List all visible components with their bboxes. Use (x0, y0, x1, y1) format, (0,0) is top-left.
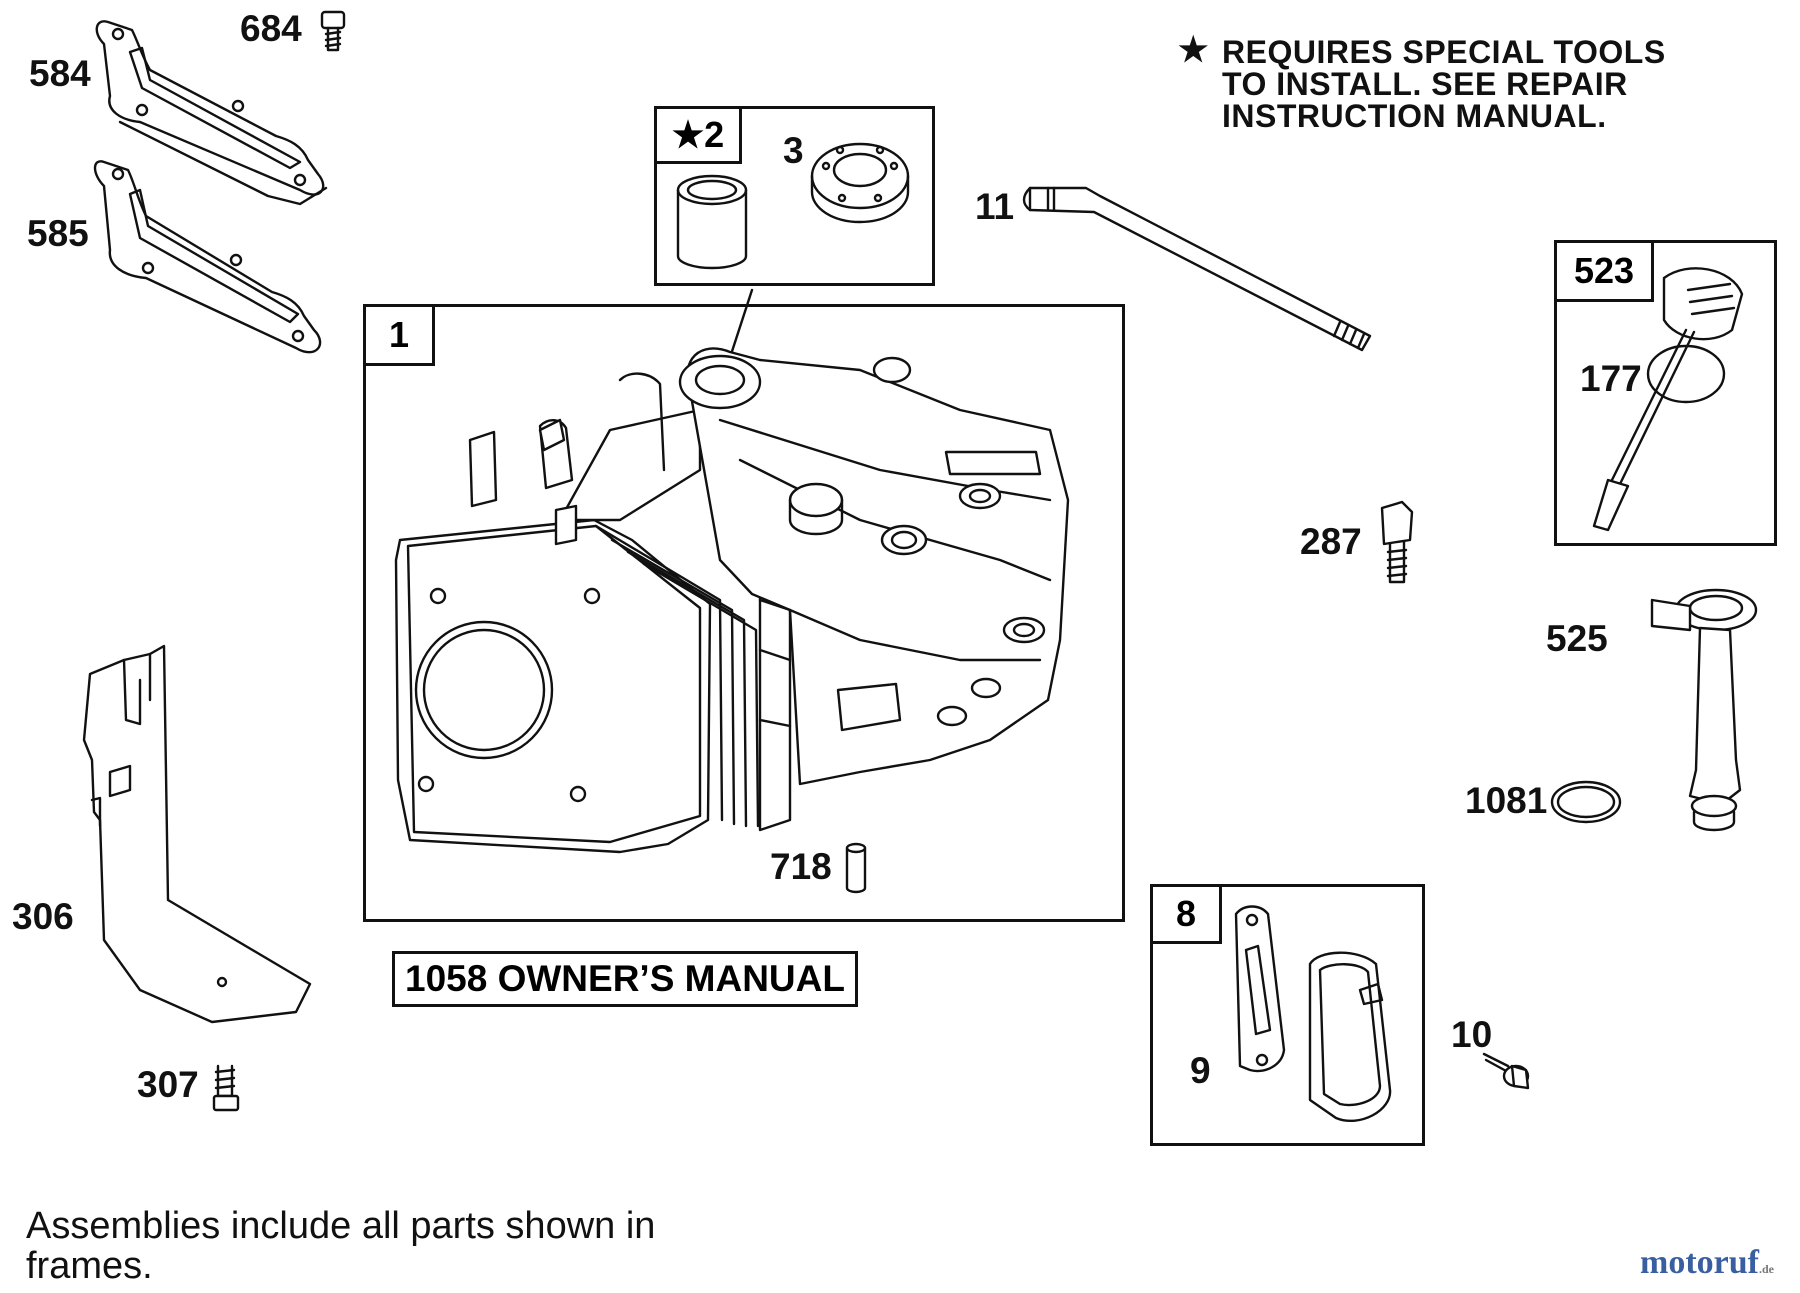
crankcase-1-drawing (394, 347, 1070, 854)
frame-523 (1554, 240, 1777, 546)
label-585: 585 (27, 213, 89, 254)
frame-2 (654, 106, 935, 286)
footnote-line-1: Assemblies include all parts shown in (26, 1205, 656, 1247)
label-306: 306 (12, 896, 74, 937)
label-718: 718 (770, 846, 832, 887)
label-3: 3 (783, 130, 804, 171)
label-584: 584 (29, 53, 91, 94)
notice-line-1: REQUIRES SPECIAL TOOLS (1222, 34, 1666, 70)
gasket-585-drawing (93, 160, 322, 354)
dipstick-tube-525-drawing (1650, 588, 1758, 832)
notice-line-2: TO INSTALL. SEE REPAIR (1222, 66, 1628, 102)
label-307: 307 (137, 1064, 199, 1105)
bolt-287-drawing (1380, 500, 1414, 584)
frame-8 (1150, 884, 1425, 1146)
label-177: 177 (1580, 358, 1642, 399)
seal-3-drawing (810, 142, 910, 224)
frame-1 (363, 304, 1125, 922)
footnote-line-2: frames. (26, 1245, 153, 1287)
oring-1081-drawing (1550, 780, 1622, 824)
label-684: 684 (240, 8, 302, 49)
gasket-9-drawing (1234, 905, 1286, 1073)
screw-10-drawing (1482, 1052, 1530, 1090)
shield-306-drawing (82, 644, 312, 1024)
owners-manual-label: 1058 OWNER’S MANUAL (392, 951, 858, 1007)
frame-523-tag: 523 (1554, 240, 1654, 302)
label-525: 525 (1546, 618, 1608, 659)
label-9: 9 (1190, 1050, 1211, 1091)
cover-8-drawing (1308, 951, 1392, 1123)
label-10: 10 (1451, 1014, 1493, 1055)
watermark-text: motoruf (1640, 1244, 1759, 1281)
frame-2-tag: ★2 (654, 106, 742, 164)
label-1081: 1081 (1465, 780, 1548, 821)
label-287: 287 (1300, 521, 1362, 562)
gasket-584-drawing (95, 20, 328, 206)
frame-8-tag: 8 (1150, 884, 1222, 944)
dipstick-523-drawing (1592, 267, 1744, 532)
notice-star-icon: ★ (1178, 31, 1209, 69)
notice-line-3: INSTRUCTION MANUAL. (1222, 98, 1607, 134)
sleeve-2-drawing (676, 174, 748, 270)
label-11: 11 (975, 186, 1015, 227)
screw-684-drawing (320, 10, 346, 52)
watermark-suffix: .de (1758, 1262, 1774, 1276)
tube-11-drawing (1022, 186, 1372, 352)
pin-718-drawing (845, 842, 867, 894)
frame-1-tag: 1 (363, 304, 435, 366)
screw-307-drawing (212, 1064, 240, 1112)
watermark-logo: motoruf.de (1640, 1244, 1774, 1282)
